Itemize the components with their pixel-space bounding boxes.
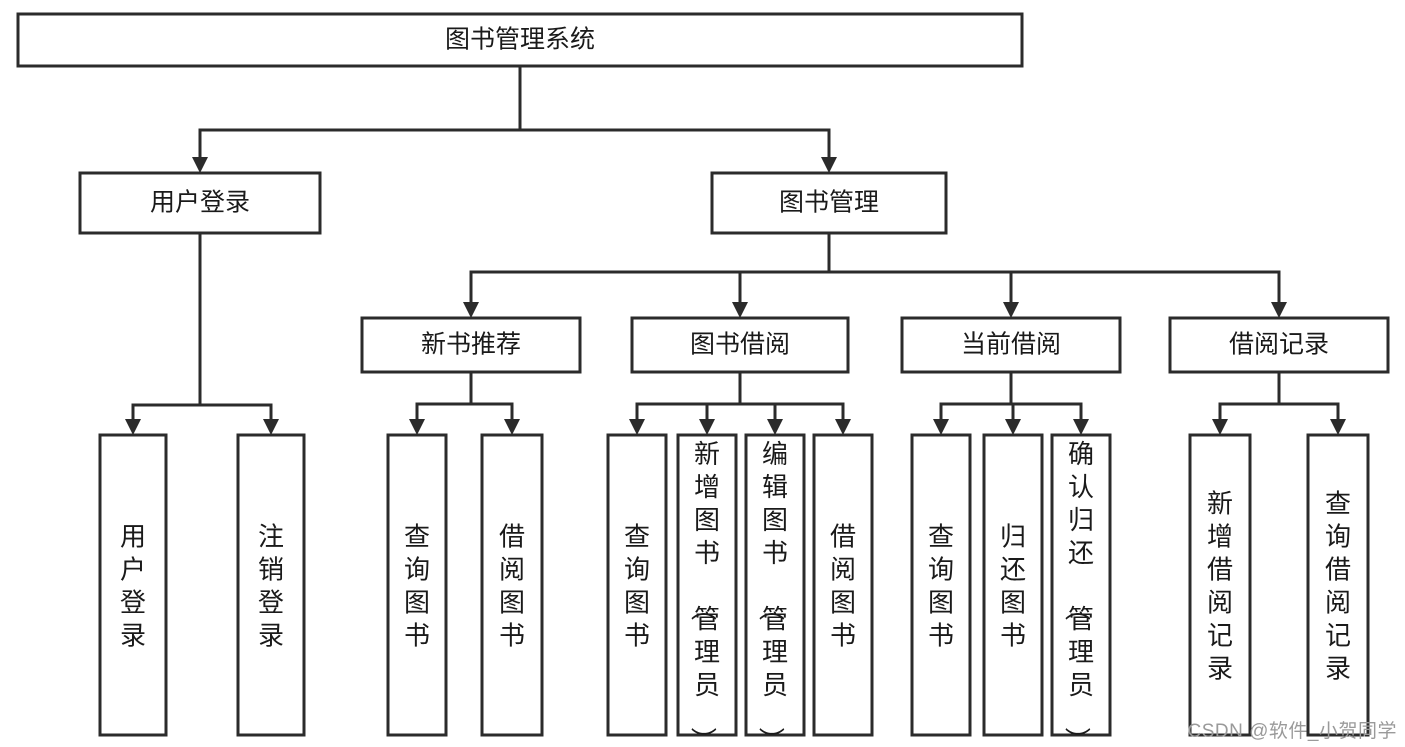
leaf-node-10[interactable]: 确认归还（管理员） xyxy=(1050,433,1112,747)
leaf-node-4[interactable]: 查询图书 xyxy=(606,433,668,737)
leaf-node-0-label: 用户登录 xyxy=(120,521,146,650)
branch-3-leaf-0-arrowhead xyxy=(1212,419,1228,435)
leaf-node-5[interactable]: 新增图书（管理员） xyxy=(676,433,738,747)
level3-branch-2-arrowhead xyxy=(1003,302,1019,318)
level3-node-3-label: 借阅记录 xyxy=(1229,331,1329,359)
leaf-node-6-box xyxy=(744,433,806,737)
level2-node-1[interactable]: 图书管理 xyxy=(710,171,948,235)
level3-branch-1-arrowhead xyxy=(732,302,748,318)
branch-2-leaf-1-arrowhead xyxy=(1005,419,1021,435)
leaf-node-10-label: 确认归还（管理员） xyxy=(1062,439,1094,747)
leaf-node-3[interactable]: 借阅图书 xyxy=(480,433,544,737)
level3-branch-0-arrowhead xyxy=(463,302,479,318)
level3-node-2[interactable]: 当前借阅 xyxy=(900,316,1122,374)
leaf-node-4-box xyxy=(606,433,668,737)
level2-node-0-box xyxy=(78,171,322,235)
leaf-node-9-box xyxy=(982,433,1044,737)
leaf-node-4-label: 查询图书 xyxy=(624,521,650,650)
leaf-node-3-box xyxy=(480,433,544,737)
leaf-node-6[interactable]: 编辑图书（管理员） xyxy=(744,433,806,747)
leaf-node-7-box xyxy=(812,433,874,737)
leaf-node-1-box xyxy=(236,433,306,737)
leaf-node-2[interactable]: 查询图书 xyxy=(386,433,448,737)
level3-branch-3-arrowhead xyxy=(1271,302,1287,318)
level3-node-3[interactable]: 借阅记录 xyxy=(1168,316,1390,374)
leaf-node-12-box xyxy=(1306,433,1370,737)
branch-0-leaf-1-arrowhead xyxy=(504,419,520,435)
level3-node-0-label: 新书推荐 xyxy=(421,331,521,359)
leaf-node-8[interactable]: 查询图书 xyxy=(910,433,972,737)
level2-node-1-box xyxy=(710,171,948,235)
leaf-node-8-label: 查询图书 xyxy=(928,521,954,650)
connector-layer xyxy=(125,64,1346,435)
leaf-node-1-label: 注销登录 xyxy=(258,521,284,650)
leaf-node-12-label: 查询借阅记录 xyxy=(1325,488,1351,683)
leaf-node-2-box xyxy=(386,433,448,737)
level3-node-3-box xyxy=(1168,316,1390,374)
level3-node-1[interactable]: 图书借阅 xyxy=(630,316,850,374)
level2-node-1-label: 图书管理 xyxy=(779,189,879,217)
level2-branch-1-arrowhead xyxy=(821,157,837,173)
leaf-node-11-box xyxy=(1188,433,1252,737)
branch-1-leaf-3-arrowhead xyxy=(835,419,851,435)
level3-node-0-box xyxy=(360,316,582,374)
branch-1-leaf-2-arrowhead xyxy=(767,419,783,435)
level2-node-0-label: 用户登录 xyxy=(150,189,250,217)
leaf-node-11-label: 新增借阅记录 xyxy=(1207,488,1233,683)
leaf-node-5-label: 新增图书（管理员） xyxy=(688,439,720,747)
level3-node-2-label: 当前借阅 xyxy=(961,331,1061,359)
leaf-node-12[interactable]: 查询借阅记录 xyxy=(1306,433,1370,737)
branch-1-leaf-1-arrowhead xyxy=(699,419,715,435)
leaf-node-0-box xyxy=(98,433,168,737)
level2-branch-0-arrowhead xyxy=(192,157,208,173)
leaf-node-3-label: 借阅图书 xyxy=(499,521,525,650)
level3-node-1-label: 图书借阅 xyxy=(690,331,790,359)
leaf-node-0[interactable]: 用户登录 xyxy=(98,433,168,737)
user-login-leaf-0-arrowhead xyxy=(125,419,141,435)
leaf-node-8-box xyxy=(910,433,972,737)
leaf-node-7[interactable]: 借阅图书 xyxy=(812,433,874,737)
level2-node-0[interactable]: 用户登录 xyxy=(78,171,322,235)
leaf-node-6-label: 编辑图书（管理员） xyxy=(756,439,788,747)
root-node-book-management-system[interactable]: 图书管理系统 xyxy=(16,12,1024,68)
leaf-node-10-box xyxy=(1050,433,1112,737)
branch-2-leaf-2-arrowhead xyxy=(1073,419,1089,435)
leaf-node-11[interactable]: 新增借阅记录 xyxy=(1188,433,1252,737)
leaf-node-9-label: 归还图书 xyxy=(1000,521,1026,650)
root-node-book-management-system-box xyxy=(16,12,1024,68)
leaf-node-9[interactable]: 归还图书 xyxy=(982,433,1044,737)
branch-3-leaf-1-arrowhead xyxy=(1330,419,1346,435)
node-layer: 图书管理系统用户登录图书管理新书推荐图书借阅当前借阅借阅记录用户登录注销登录查询… xyxy=(16,12,1390,747)
level3-node-1-box xyxy=(630,316,850,374)
branch-1-leaf-0-arrowhead xyxy=(629,419,645,435)
leaf-node-7-label: 借阅图书 xyxy=(830,521,856,650)
branch-2-leaf-0-arrowhead xyxy=(933,419,949,435)
root-node-label: 图书管理系统 xyxy=(445,26,595,54)
level3-node-0[interactable]: 新书推荐 xyxy=(360,316,582,374)
user-login-leaf-1-arrowhead xyxy=(263,419,279,435)
level3-node-2-box xyxy=(900,316,1122,374)
branch-0-leaf-0-arrowhead xyxy=(409,419,425,435)
leaf-node-5-box xyxy=(676,433,738,737)
leaf-node-1[interactable]: 注销登录 xyxy=(236,433,306,737)
leaf-node-2-label: 查询图书 xyxy=(404,521,430,650)
